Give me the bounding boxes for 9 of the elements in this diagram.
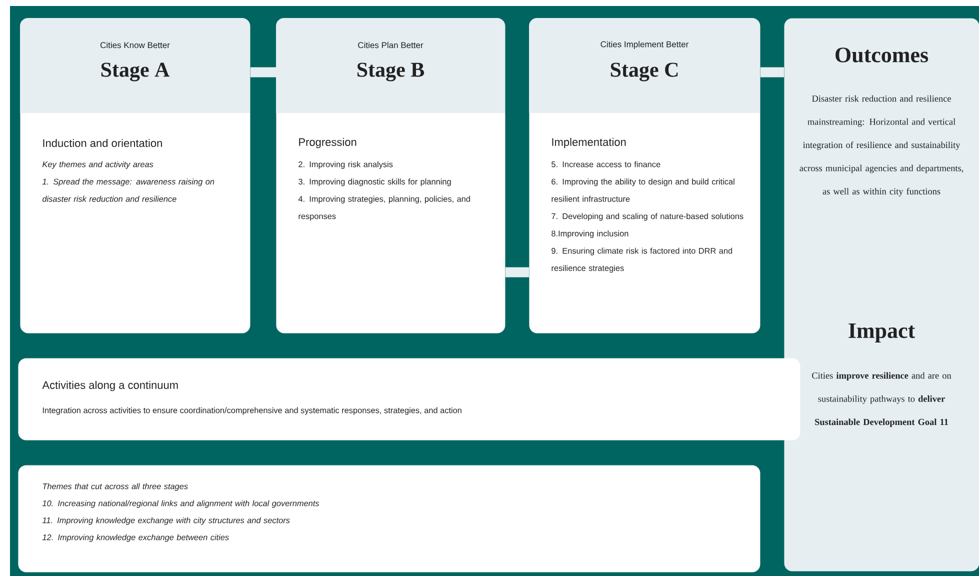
stage-card: Cities Plan Better Stage B Progression 2. Improving risk analysis 3. Improving diagnostic skills for planning 4. Improving strategies, planning, policies, and responses — [276, 18, 506, 334]
connector-bar — [505, 267, 529, 278]
themes-card: Themes that cut across all three stages 10. Increasing national/regional links and alignment with local governments 11. Improving knowledge exchange with city structures and sectors 12. Improving knowledge exchange between cities — [18, 465, 760, 572]
stage-card: Cities Implement Better Stage C Implementation 5. Increase access to finance 6. Improving the ability to design and build critical resilient infrastructure 7. Developing and scaling of nature-based solutions 8.Improving inclusion 9. Ensuring climate risk is factored into DRR and resilience strategies — [529, 18, 760, 334]
activities-card: Activities along a continuum Integration across activities to ensure coordination/comprehensive and systematic responses, strategies, and action — [18, 358, 800, 440]
connector-bar — [760, 67, 784, 78]
connector-bar — [250, 67, 276, 78]
stage-card: Cities Know Better Stage A Induction and orientation Key themes and activity areas 1. Spread the message: awareness raising on disaster risk reduction and resilience — [20, 18, 250, 334]
outcomes-panel: Outcomes Disaster risk reduction and resilience mainstreaming: Horizontal and vertical integration of resilience and sustainability across municipal agencies and departments, as well as within city functions Impact Cities improve resilience and are on sustainability pathways to deliver Sustainable Development Goal 11 — [784, 18, 979, 572]
